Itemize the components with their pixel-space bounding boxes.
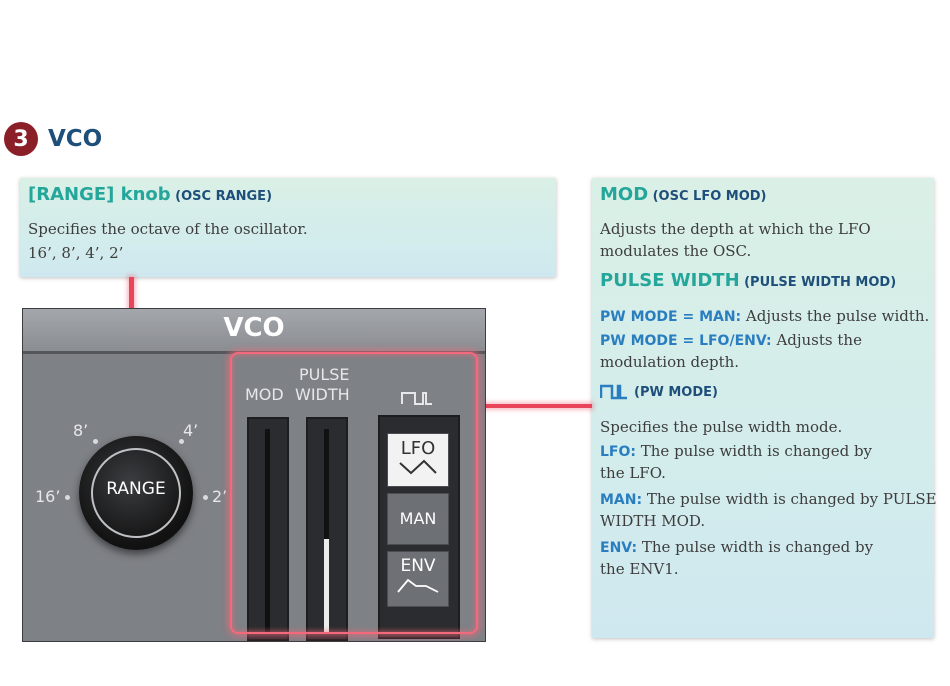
- env-mode-label: ENV: [400, 556, 436, 576]
- range-knob-ring: [91, 448, 181, 538]
- man-line: MAN: The pulse width is changed by PULSE: [600, 488, 937, 511]
- pw-lfo-text: Adjusts the: [771, 331, 862, 349]
- pulse-width-slider-track: [324, 429, 329, 634]
- pw-man-line: PW MODE = MAN: Adjusts the pulse width.: [600, 305, 929, 328]
- lfo-line: LFO: The pulse width is changed by: [600, 440, 872, 463]
- vco-panel-title: VCO: [223, 313, 285, 343]
- mod-slider[interactable]: [247, 417, 289, 641]
- vco-panel-header: VCO: [23, 309, 485, 354]
- mod-callout-subtitle: (OSC LFO MOD): [652, 189, 767, 204]
- lfo-mode-button[interactable]: LFO: [387, 433, 449, 487]
- mod-pw-callout: MOD (OSC LFO MOD) Adjusts the depth at w…: [592, 178, 937, 638]
- pw-mode-switch: LFO MAN ENV: [378, 415, 460, 639]
- lfo-mode-label: LFO: [400, 438, 436, 459]
- range-callout-values: 16’, 8’, 4’, 2’: [28, 244, 124, 262]
- man-keyword: MAN:: [600, 492, 643, 508]
- range-8-dot: [93, 439, 98, 444]
- section-number-badge: 3: [4, 122, 38, 156]
- range-16-label: 16’: [35, 487, 61, 506]
- lfo-text1: The pulse width is changed by: [635, 442, 873, 460]
- pw-lfo-text2: modulation depth.: [600, 353, 740, 371]
- range-2-label: 2’: [212, 487, 228, 506]
- range-knob-callout: [RANGE] knob (OSC RANGE) Specifies the o…: [20, 178, 556, 277]
- env-keyword: ENV:: [600, 540, 638, 556]
- mod-pw-connector-line: [478, 404, 592, 408]
- env-shape-icon: [397, 578, 439, 593]
- range-4-dot: [179, 439, 184, 444]
- man-text1: The pulse width is changed by PULSE: [642, 490, 937, 508]
- range-16-dot: [65, 495, 70, 500]
- pw-lfo-keyword: PW MODE = LFO/ENV:: [600, 333, 772, 349]
- env-text1: The pulse width is changed by: [637, 538, 874, 556]
- mod-slider-label: MOD: [245, 385, 284, 404]
- range-2-dot: [203, 495, 208, 500]
- mod-callout-title: MOD: [600, 184, 649, 205]
- man-text2: WIDTH MOD.: [600, 512, 706, 530]
- pulse-width-slider-level: [324, 539, 329, 634]
- pw-callout-title: PULSE WIDTH: [600, 270, 740, 291]
- range-knob[interactable]: RANGE: [79, 436, 193, 550]
- range-callout-text: Specifies the octave of the oscillator.: [28, 220, 308, 238]
- section-title: VCO: [48, 126, 103, 152]
- vco-panel: VCO 16’ 8’ 4’ 2’ RANGE MOD PULSE WIDTH L…: [22, 308, 486, 642]
- mod-pw-highlight: [230, 352, 478, 634]
- range-8-label: 8’: [73, 421, 89, 440]
- lfo-wave-icon: [399, 459, 437, 475]
- width-label: WIDTH: [295, 385, 350, 404]
- section-header: 3 VCO: [4, 122, 102, 156]
- pw-man-keyword: PW MODE = MAN:: [600, 309, 742, 325]
- pwmode-callout-text: Specifies the pulse width mode.: [600, 418, 843, 436]
- pw-callout-subtitle: (PULSE WIDTH MOD): [744, 275, 897, 290]
- env-text2: the ENV1.: [600, 560, 679, 578]
- pulse-width-slider[interactable]: [306, 417, 348, 641]
- pulse-label: PULSE: [299, 365, 350, 384]
- pw-lfo-line: PW MODE = LFO/ENV: Adjusts the: [600, 329, 862, 352]
- mod-callout-text2: modulates the OSC.: [600, 242, 752, 260]
- man-mode-button[interactable]: MAN: [387, 493, 449, 545]
- env-mode-button[interactable]: ENV: [387, 551, 449, 607]
- pwmode-callout-subtitle: (PW MODE): [634, 384, 718, 400]
- pulse-wave-icon: [600, 384, 627, 400]
- range-knob-label: RANGE: [106, 479, 166, 499]
- mod-slider-track: [265, 429, 270, 634]
- range-callout-subtitle: (OSC RANGE): [175, 189, 273, 204]
- range-4-label: 4’: [183, 421, 199, 440]
- lfo-keyword: LFO:: [600, 444, 636, 460]
- env-line: ENV: The pulse width is changed by: [600, 536, 873, 559]
- pw-mode-wave-icon: [401, 392, 432, 405]
- pw-man-text: Adjusts the pulse width.: [741, 307, 930, 325]
- lfo-text2: the LFO.: [600, 464, 666, 482]
- range-callout-title: [RANGE] knob: [28, 184, 171, 205]
- mod-callout-text1: Adjusts the depth at which the LFO: [600, 220, 871, 238]
